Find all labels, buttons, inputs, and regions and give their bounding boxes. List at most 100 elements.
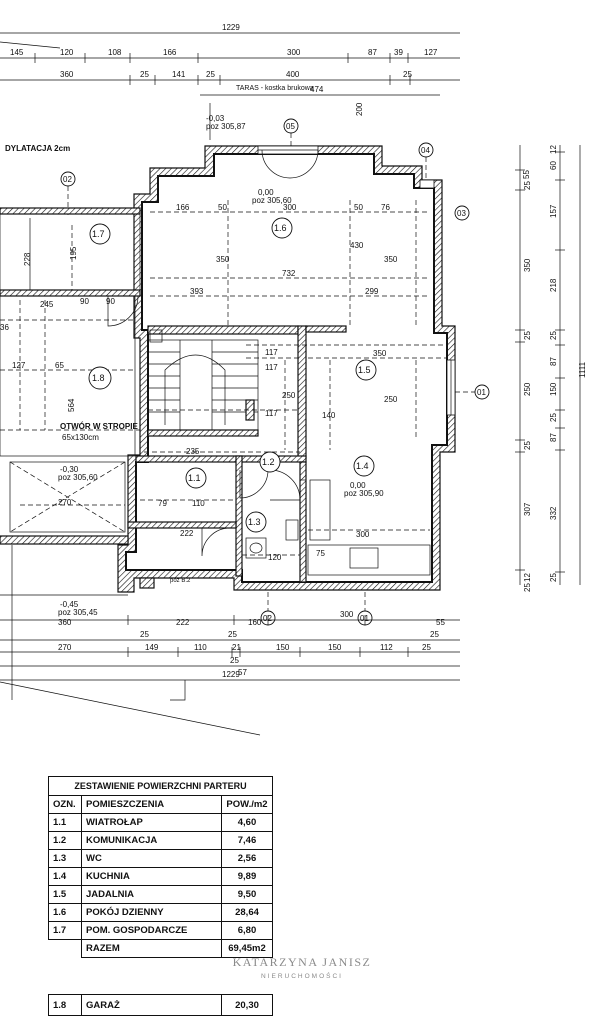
col-header-ozn: OZN. bbox=[48, 795, 82, 814]
row-id: 1.5 bbox=[48, 885, 82, 904]
total-label: RAZEM bbox=[81, 939, 222, 958]
col-header-area: POW./m2 bbox=[221, 795, 273, 814]
dim-bottom-149: 149 bbox=[145, 643, 159, 652]
dim-top-25a: 25 bbox=[140, 70, 149, 79]
dim-79: 79 bbox=[158, 499, 167, 508]
dim-430: 430 bbox=[350, 241, 364, 250]
room-tags: 1.6 1.7 1.8 1.5 1.4 1.1 1.2 1.3 bbox=[88, 217, 377, 533]
dim-bottom-55: 55 bbox=[436, 618, 445, 627]
staircase bbox=[147, 339, 259, 431]
garage-area-table: 1.8 GARAŻ 20,30 bbox=[48, 994, 273, 1016]
level-living-poz: poz 305,60 bbox=[252, 196, 292, 205]
dim-36: 36 bbox=[0, 323, 9, 332]
dim-r1-25c: 25 bbox=[523, 441, 532, 450]
level-entry-poz: poz 305,45 bbox=[58, 608, 98, 617]
agency-watermark: KATARZYNA JANISZ NIERUCHOMOŚCI bbox=[232, 955, 372, 980]
dim-117b: 117 bbox=[265, 363, 278, 372]
axis-04-top: 04 bbox=[421, 146, 430, 155]
dim-top-141: 141 bbox=[172, 70, 186, 79]
row-id: 1.6 bbox=[48, 903, 82, 922]
dim-564: 564 bbox=[67, 398, 76, 412]
dim-r1-25a: 25 bbox=[523, 181, 532, 190]
dim-right-total: 1111 bbox=[578, 361, 587, 378]
terrace-label: TARAS - kostka brukowa bbox=[236, 85, 314, 92]
level-living: 0,00 bbox=[258, 188, 274, 197]
bottom-dimension-lines: 360 222 160 300 55 25 25 25 270 149 110 … bbox=[0, 610, 460, 736]
total-value: 69,45m2 bbox=[221, 939, 273, 958]
dim-117a: 117 bbox=[265, 348, 278, 357]
dim-bottom-57: 57 bbox=[238, 668, 247, 677]
row-id: 1.2 bbox=[48, 831, 82, 850]
table-row: 1.4 KUCHNIA 9,89 bbox=[48, 867, 273, 886]
dim-r1-25b: 25 bbox=[523, 331, 532, 340]
right-dimension-lines: 1111 55 25 350 25 250 25 307 12 25 12 60… bbox=[515, 145, 587, 592]
table-total-row: RAZEM 69,45m2 bbox=[48, 939, 273, 958]
level-terrace-poz: poz 305,87 bbox=[206, 122, 246, 131]
dim-top-25c: 25 bbox=[403, 70, 412, 79]
dim-r1-55: 55 bbox=[522, 170, 531, 179]
axis-02-left: 02 bbox=[63, 175, 72, 184]
table-row: 1.7 POM. GOSPODARCZE 6,80 bbox=[48, 921, 273, 940]
area-schedule-table: ZESTAWIENIE POWIERZCHNI PARTERU OZN. POM… bbox=[48, 776, 273, 958]
level-garage: -0,30 bbox=[60, 465, 79, 474]
dim-65: 65 bbox=[55, 361, 64, 370]
dim-300: 300 bbox=[283, 203, 297, 212]
opening-size: 65x130cm bbox=[62, 433, 99, 442]
dim-bottom-25c: 25 bbox=[430, 630, 439, 639]
dim-120: 120 bbox=[268, 553, 282, 562]
level-kitchen-poz: poz 305,90 bbox=[344, 489, 384, 498]
dim-350c: 350 bbox=[373, 349, 387, 358]
axis-01-right: 01 bbox=[477, 388, 486, 397]
table-row: 1.2 KOMUNIKACJA 7,46 bbox=[48, 831, 273, 850]
dim-270: 270 bbox=[58, 498, 72, 507]
dim-300b: 300 bbox=[356, 530, 370, 539]
dim-250a: 250 bbox=[282, 391, 296, 400]
col-header-room: POMIESZCZENIA bbox=[81, 795, 222, 814]
dim-76: 76 bbox=[381, 203, 390, 212]
dim-393: 393 bbox=[190, 287, 204, 296]
dim-r2-87a: 87 bbox=[549, 357, 558, 366]
row-area: 6,80 bbox=[221, 921, 273, 940]
level-kitchen: 0,00 bbox=[350, 481, 366, 490]
left-wing bbox=[0, 207, 141, 700]
row-room-name: WIATROŁAP bbox=[81, 813, 222, 832]
dim-r1-12: 12 bbox=[523, 573, 532, 582]
building-walls bbox=[117, 145, 456, 593]
dim-top-300: 300 bbox=[287, 48, 301, 57]
dim-top-400: 400 bbox=[286, 70, 300, 79]
dim-bottom-25a: 25 bbox=[140, 630, 149, 639]
table-header-row: OZN. POMIESZCZENIA POW./m2 bbox=[48, 795, 273, 814]
dim-140: 140 bbox=[322, 411, 336, 420]
dim-top-145: 145 bbox=[10, 48, 24, 57]
room-tag-1-2: 1.2 bbox=[262, 457, 275, 467]
table-row: 1.1 WIATROŁAP 4,60 bbox=[48, 813, 273, 832]
interior-dimension-values: 166 50 300 50 76 350 430 350 732 393 299… bbox=[0, 203, 398, 562]
dim-top-120: 120 bbox=[60, 48, 74, 57]
dim-bottom-300: 300 bbox=[340, 610, 354, 619]
row-area: 2,56 bbox=[221, 849, 273, 868]
row-room-name: JADALNIA bbox=[81, 885, 222, 904]
dim-r2-12: 12 bbox=[549, 145, 558, 154]
dim-732: 732 bbox=[282, 269, 296, 278]
row-id: 1.1 bbox=[48, 813, 82, 832]
dim-195: 195 bbox=[69, 246, 78, 260]
dim-top-360: 360 bbox=[60, 70, 74, 79]
dim-top-25b: 25 bbox=[206, 70, 215, 79]
garage-id: 1.8 bbox=[48, 994, 82, 1016]
room-tag-1-1: 1.1 bbox=[188, 473, 201, 483]
level-entry: -0,45 bbox=[60, 600, 79, 609]
row-room-name: KOMUNIKACJA bbox=[81, 831, 222, 850]
table-row: 1.6 POKÓJ DZIENNY 28,64 bbox=[48, 903, 273, 922]
room-tag-1-4: 1.4 bbox=[356, 461, 369, 471]
dim-299: 299 bbox=[365, 287, 379, 296]
dim-r2-25c: 25 bbox=[549, 573, 558, 582]
dim-228: 228 bbox=[23, 252, 32, 266]
dim-166: 166 bbox=[176, 203, 190, 212]
row-id: 1.3 bbox=[48, 849, 82, 868]
room-tag-1-8: 1.8 bbox=[92, 373, 105, 383]
dim-r2-25b: 25 bbox=[549, 413, 558, 422]
dim-r2-25a: 25 bbox=[549, 331, 558, 340]
row-area: 9,50 bbox=[221, 885, 273, 904]
dim-350a: 350 bbox=[216, 255, 230, 264]
dim-bottom-112: 112 bbox=[380, 643, 393, 652]
